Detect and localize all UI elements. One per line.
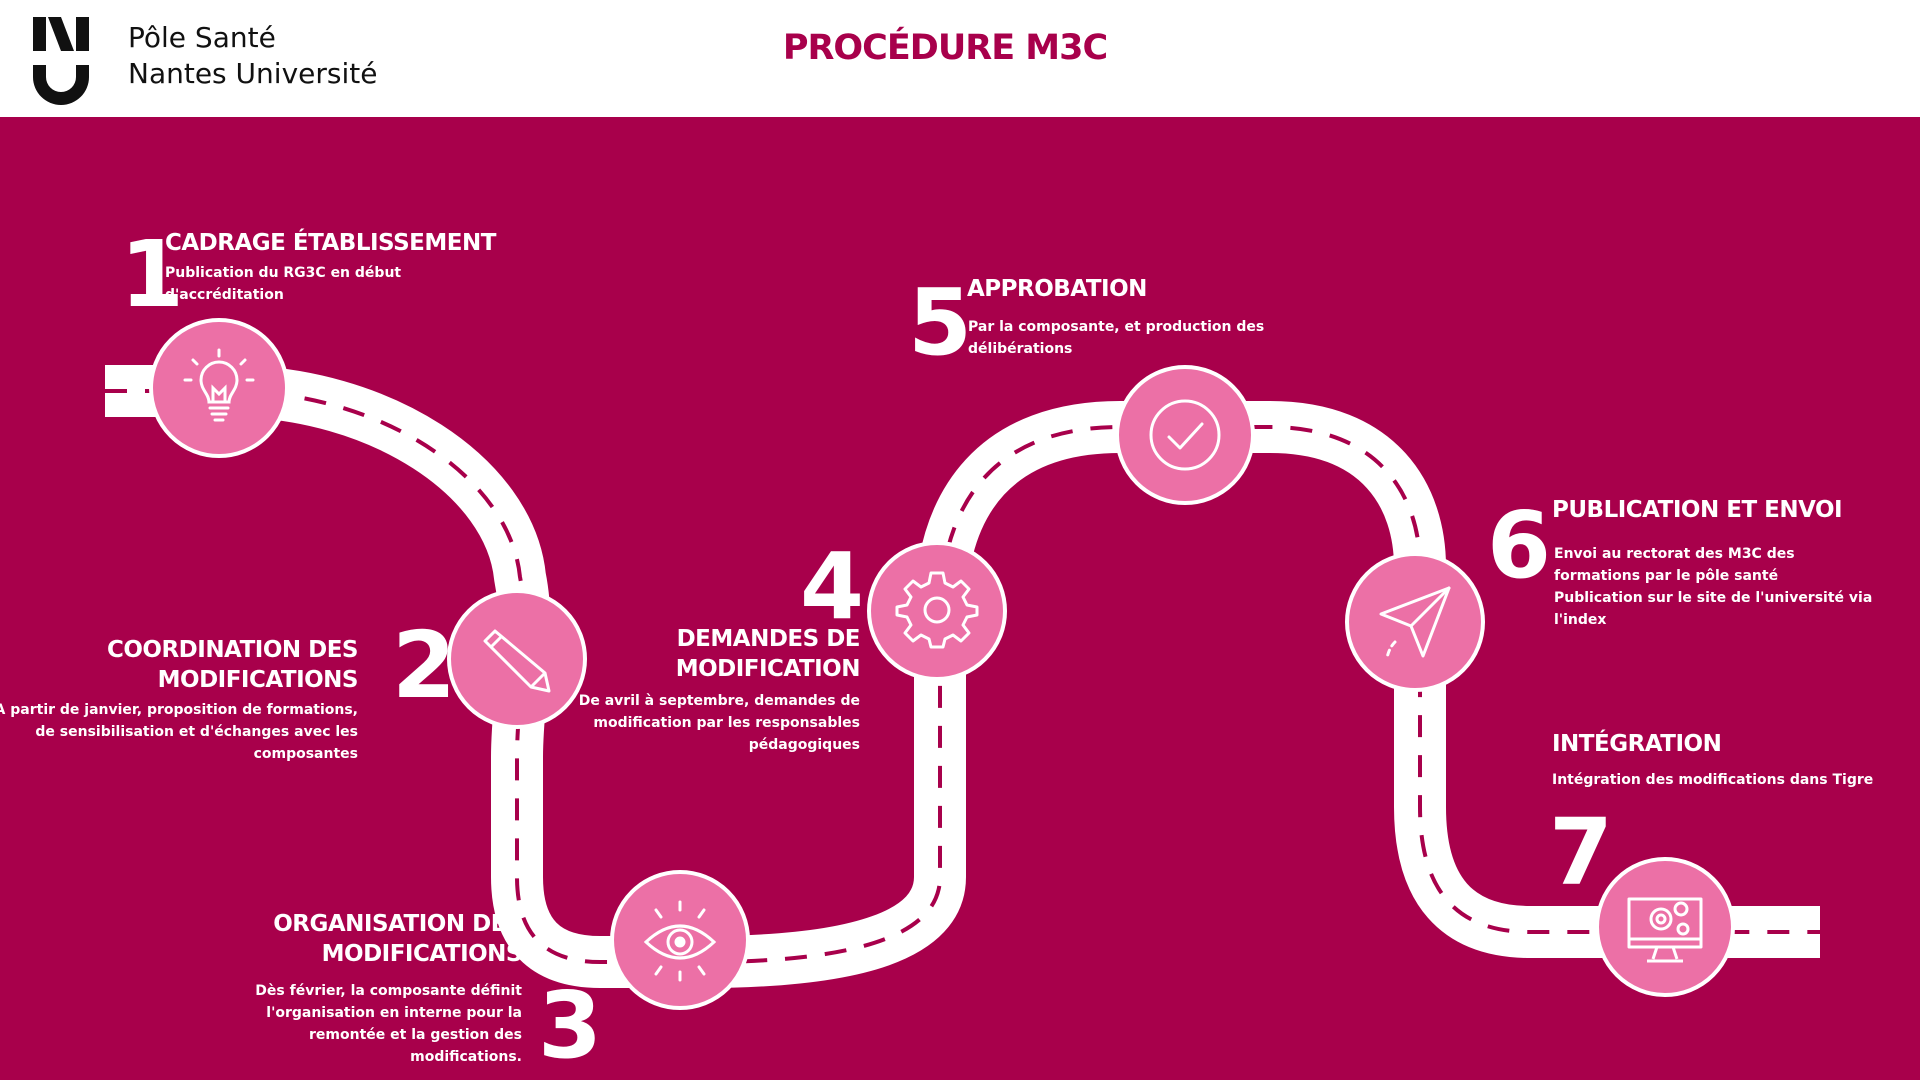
step-4-node xyxy=(867,541,1007,681)
step-5-title: APPROBATION xyxy=(967,276,1147,302)
main-panel: 1 CADRAGE ÉTABLISSEMENT Publication du R… xyxy=(0,117,1920,1080)
step-6-node xyxy=(1345,552,1485,692)
step-6-number: 6 xyxy=(1487,492,1551,599)
eye-icon xyxy=(643,900,717,982)
pencil-icon xyxy=(483,629,551,693)
step-3-number: 3 xyxy=(538,972,602,1079)
logo-line1: Pôle Santé xyxy=(128,21,276,54)
logo-line2: Nantes Université xyxy=(128,57,378,90)
step-2-title: COORDINATION DES MODIFICATIONS xyxy=(106,637,359,693)
step-4-number: 4 xyxy=(800,533,864,640)
step-3-title: ORGANISATION DES MODIFICATIONS xyxy=(273,911,522,967)
computer-gears-icon xyxy=(1627,897,1703,963)
gear-icon xyxy=(895,571,979,649)
step-7-node xyxy=(1595,857,1735,997)
paper-plane-icon xyxy=(1379,586,1451,660)
step-4-desc: De avril à septembre, demandes de modifi… xyxy=(578,693,860,753)
step-1-title: CADRAGE ÉTABLISSEMENT xyxy=(165,230,496,256)
step-2-node xyxy=(447,589,587,729)
step-7-title: INTÉGRATION xyxy=(1552,731,1722,757)
step-1-node xyxy=(149,318,289,458)
step-1-number: 1 xyxy=(120,221,184,328)
step-2-desc: A partir de janvier, proposition de form… xyxy=(0,702,358,762)
step-3-desc: Dès février, la composante définit l'org… xyxy=(255,983,522,1065)
road-path xyxy=(105,365,1820,988)
page-title: PROCÉDURE M3C xyxy=(782,28,1108,68)
step-5-number: 5 xyxy=(908,269,972,376)
step-4-title: DEMANDES DE MODIFICATION xyxy=(675,626,861,682)
logo-text: Pôle Santé Nantes Université xyxy=(128,20,377,92)
header: Pôle Santé Nantes Université PROCÉDURE M… xyxy=(0,0,1920,117)
step-5-desc: Par la composante, et production des dél… xyxy=(968,319,1265,357)
step-7-number: 7 xyxy=(1549,799,1613,906)
step-7-desc: Intégration des modifications dans Tigre xyxy=(1552,772,1874,788)
step-6-desc: Envoi au rectorat des M3C des formations… xyxy=(1554,546,1873,628)
step-3-node xyxy=(610,870,750,1010)
step-1-desc: Publication du RG3C en début d'accrédita… xyxy=(165,265,402,303)
step-5-node xyxy=(1115,365,1255,505)
checkmark-icon xyxy=(1149,399,1221,471)
lightbulb-icon xyxy=(183,348,255,422)
step-2-number: 2 xyxy=(392,612,456,719)
step-6-title: PUBLICATION ET ENVOI xyxy=(1552,497,1843,523)
nantes-universite-logo-icon xyxy=(33,17,89,105)
